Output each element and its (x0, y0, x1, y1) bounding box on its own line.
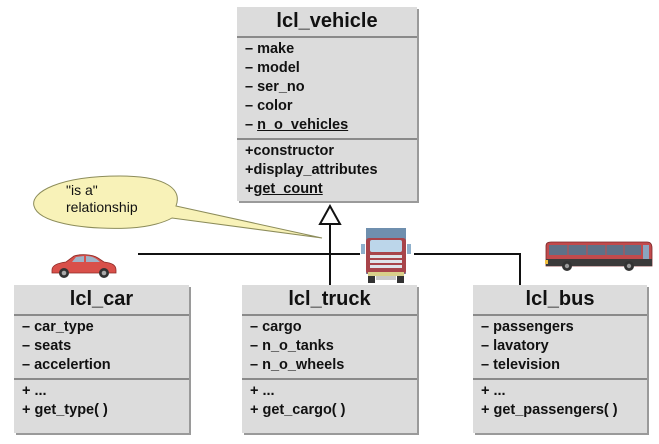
class-name: lcl_bus (473, 285, 647, 316)
attribute: – television (481, 357, 560, 373)
static-attribute: – n_o_vehicles (245, 116, 417, 135)
attribute: – lavatory (481, 338, 549, 354)
method-name: get_count (253, 181, 323, 197)
class-vehicle[interactable]: lcl_vehicle – make – model – ser_no – co… (237, 7, 417, 201)
class-name: lcl_truck (242, 285, 417, 316)
attribute: – n_o_wheels (250, 357, 345, 373)
method: +constructor (245, 143, 335, 159)
class-name: lcl_vehicle (237, 7, 417, 38)
attribute: – make (245, 41, 295, 57)
bus-icon (545, 241, 653, 271)
attributes-section: – car_type – seats – accelertion (14, 316, 189, 380)
class-car[interactable]: lcl_car – car_type – seats – accelertion… (14, 285, 189, 433)
class-truck[interactable]: lcl_truck – cargo – n_o_tanks – n_o_whee… (242, 285, 417, 433)
attribute: – cargo (250, 319, 302, 335)
method: + get_type( ) (22, 402, 108, 418)
callout-line-1: "is a" (66, 182, 98, 198)
methods-section: + ... + get_passengers( ) (473, 380, 647, 423)
method: + ... (481, 383, 506, 399)
attribute: – n_o_tanks (250, 338, 334, 354)
methods-section: + ... + get_type( ) (14, 380, 189, 423)
static-method: +get_count (245, 180, 417, 199)
method: + get_passengers( ) (481, 402, 618, 418)
truck-icon (361, 228, 411, 283)
attribute: – ser_no (245, 79, 305, 95)
generalization-arrow (318, 203, 342, 225)
callout-line-2: relationship (66, 199, 138, 215)
method: +display_attributes (245, 162, 378, 178)
car-icon (51, 254, 117, 278)
attributes-section: – cargo – n_o_tanks – n_o_wheels (242, 316, 417, 380)
method: + ... (250, 383, 275, 399)
attribute: – passengers (481, 319, 574, 335)
attribute-name: n_o_vehicles (257, 117, 349, 133)
class-bus[interactable]: lcl_bus – passengers – lavatory – televi… (473, 285, 647, 433)
attribute: – accelertion (22, 357, 111, 373)
callout-bubble (33, 175, 323, 239)
methods-section: + ... + get_cargo( ) (242, 380, 417, 423)
class-name: lcl_car (14, 285, 189, 316)
method-prefix: + (245, 181, 254, 197)
attributes-section: – make – model – ser_no – color – n_o_ve… (237, 38, 417, 140)
attribute-prefix: – (245, 117, 258, 133)
callout-text: "is a" relationship (66, 182, 138, 216)
attribute: – seats (22, 338, 72, 354)
method: + get_cargo( ) (250, 402, 346, 418)
attribute: – color (245, 98, 293, 114)
attribute: – car_type (22, 319, 94, 335)
method: + ... (22, 383, 47, 399)
attribute: – model (245, 60, 300, 76)
attributes-section: – passengers – lavatory – television (473, 316, 647, 380)
methods-section: +constructor +display_attributes +get_co… (237, 140, 417, 202)
